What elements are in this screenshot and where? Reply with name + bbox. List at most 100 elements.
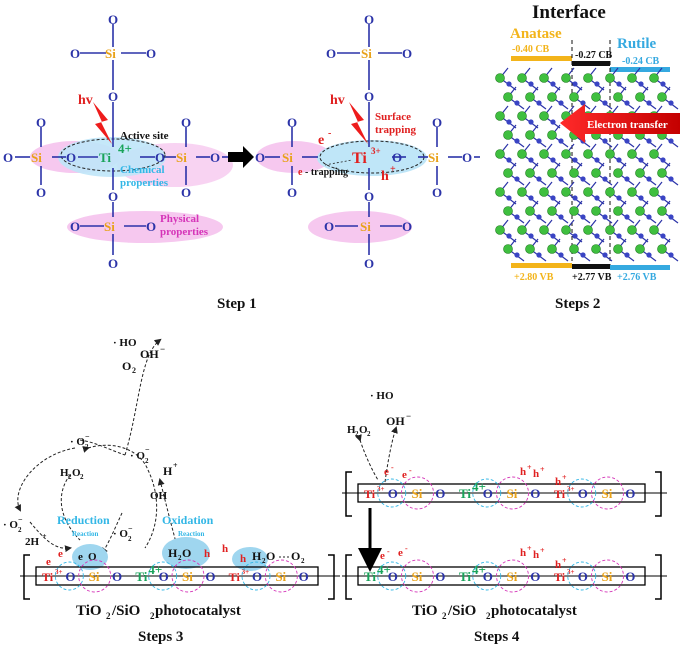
lattice-atom-ti — [627, 149, 637, 159]
lattice-atom-ti — [657, 244, 667, 254]
oh-minus: OH — [140, 347, 159, 361]
chain-atom: O — [205, 569, 215, 584]
crystal-lattice — [495, 67, 679, 262]
chain-atom-charge: 4+ — [148, 562, 162, 577]
atom-ti: Ti — [99, 150, 111, 165]
si-orbit-ring — [591, 476, 624, 510]
lattice-atom-o — [602, 138, 608, 144]
lattice-atom-o — [616, 195, 622, 201]
step3-caption-sub2: 2 — [150, 611, 155, 621]
lattice-atom-ti — [525, 244, 535, 254]
chain4b-charge-label: e — [398, 547, 403, 559]
lattice-atom-o — [660, 157, 666, 163]
interface-vb: +2.77 VB — [572, 272, 612, 283]
lattice-atom-o — [660, 195, 666, 201]
atom-si: Si — [282, 150, 293, 165]
chain-atom: O — [625, 569, 635, 584]
hole-sup: + — [390, 164, 396, 175]
lattice-atom-o — [638, 195, 644, 201]
atom-o: O — [108, 89, 118, 104]
atom-o: O — [108, 189, 118, 204]
oh-minus-4-sup: − — [406, 411, 411, 421]
step4-caption: Steps 4 — [474, 629, 520, 645]
chain4b-charge-sup: + — [540, 546, 545, 555]
atom-si: Si — [105, 46, 116, 61]
chain4b-charge-label: h — [520, 547, 526, 559]
lattice-atom-o — [616, 233, 622, 239]
chain-atom-charge: 4+ — [472, 562, 486, 577]
interface-cb: -0.27 CB — [575, 50, 613, 61]
lattice-atom-o — [668, 252, 674, 258]
atom-o: O — [108, 12, 118, 27]
lattice-atom-o — [550, 233, 556, 239]
electron-sup: - — [328, 128, 331, 139]
lattice-atom-o — [550, 119, 556, 125]
si-orbit-ring — [401, 559, 434, 593]
interface-vb-band — [572, 264, 610, 269]
lattice-atom-o — [514, 214, 520, 220]
atom-o: O — [70, 46, 80, 61]
lattice-atom-o — [550, 195, 556, 201]
lattice-atom-o — [506, 119, 512, 125]
chain4-charge-label: e — [402, 469, 407, 481]
lattice-atom-o — [572, 195, 578, 201]
lattice-atom-o — [624, 100, 630, 106]
atom-o: O — [324, 219, 334, 234]
lattice-atom-ti — [539, 187, 549, 197]
lattice-atom-o — [528, 119, 534, 125]
o-orbit-ring — [377, 561, 407, 591]
lattice-atom-ti — [525, 130, 535, 140]
lattice-atom-ti — [627, 73, 637, 83]
rutile-vb: +2.76 VB — [617, 272, 657, 283]
chain-atom: O — [578, 569, 588, 584]
chain-atom: O — [65, 569, 75, 584]
curve-h2o2 — [60, 474, 81, 541]
lattice-atom-ti — [569, 92, 579, 102]
chain-atom: Ti — [364, 487, 376, 501]
atom-o: O — [181, 115, 191, 130]
o-orbit-ring — [54, 561, 84, 591]
lattice-atom-o — [528, 195, 534, 201]
o2-radical-4-sup: − — [128, 524, 133, 533]
chain4-charge-label: h — [520, 466, 526, 478]
chain4-charge-label: h — [533, 468, 539, 480]
chain-atom-charge: 3+ — [55, 568, 63, 576]
rutile-label: Rutile — [617, 36, 657, 52]
lattice-atom-ti — [591, 92, 601, 102]
ho-radical-4: · HO — [370, 390, 394, 402]
chain4b-charge-label: h — [533, 549, 539, 561]
chain4b-charge-sup: + — [527, 544, 532, 553]
atom-si: Si — [176, 150, 187, 165]
lattice-atom-o — [624, 214, 630, 220]
lattice-atom-ti — [591, 168, 601, 178]
atom-ti-charge: 4+ — [118, 141, 132, 156]
lattice-atom-ti — [539, 111, 549, 121]
atom-o: O — [364, 12, 374, 27]
right-arrow-icon — [228, 146, 254, 168]
lattice-atom-o — [514, 176, 520, 182]
chain3-h1: h — [204, 548, 210, 560]
lattice-atom-ti — [503, 244, 513, 254]
lattice-atom-o — [594, 195, 600, 201]
chain-atom: Ti — [459, 569, 471, 584]
lattice-atom-o — [514, 138, 520, 144]
lattice-atom-ti — [503, 92, 513, 102]
atom-o: O — [146, 46, 156, 61]
si-orbit-ring — [401, 476, 434, 510]
lattice-atom-o — [550, 81, 556, 87]
o2-radical-1-sup: − — [85, 432, 90, 441]
lattice-atom-ti — [503, 168, 513, 178]
atom-o: O — [402, 46, 412, 61]
atom-si: Si — [360, 219, 371, 234]
atom-o: O — [402, 219, 412, 234]
o2-radical-2-sub: 2 — [145, 457, 149, 465]
chain-atom: O — [530, 569, 540, 584]
electron-transfer-label: Electron transfer — [587, 119, 668, 131]
chain-atom: O — [435, 569, 445, 584]
chain3-e2: e — [58, 548, 63, 560]
lattice-atom-o — [558, 214, 564, 220]
o2-radical-3: · O — [3, 519, 18, 531]
atom-ti3: Ti — [352, 150, 367, 167]
chain-atom: O — [483, 486, 493, 501]
